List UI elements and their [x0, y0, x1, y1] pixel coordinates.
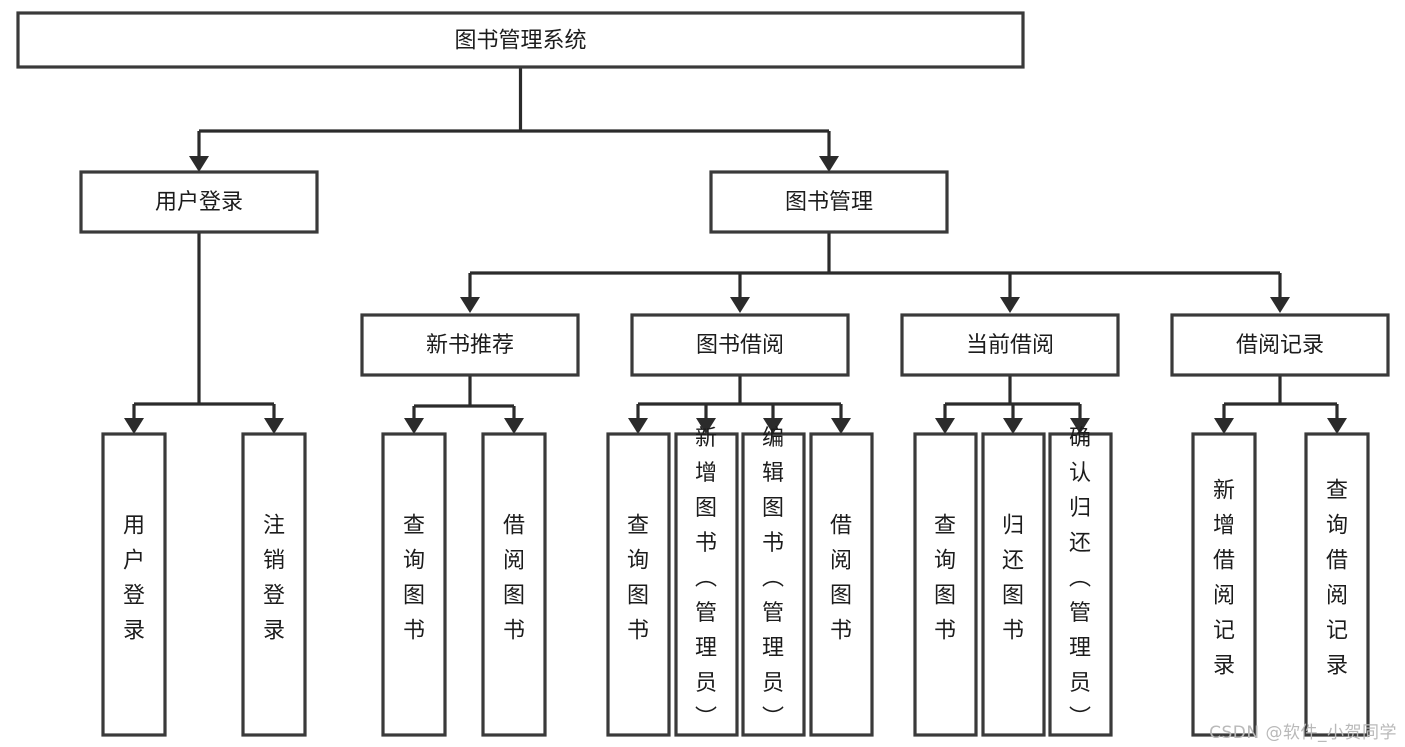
- edge-book-borrow-bus: [636, 375, 843, 424]
- leaf-confirm-return-admin[interactable]: 确认归还︵管理员︶: [1048, 426, 1113, 737]
- node-new-book-recommend[interactable]: 新书推荐: [360, 313, 580, 377]
- leaf-query-borrow-record[interactable]: 查询借阅记录: [1304, 432, 1370, 737]
- arrow-icon: [1327, 418, 1347, 434]
- leaf-user-login-label: 用户登录: [123, 514, 145, 644]
- arrowheads-layer: [124, 156, 1347, 434]
- node-book-borrow[interactable]: 图书借阅: [630, 313, 850, 377]
- arrow-icon: [1270, 297, 1290, 313]
- leaf-edit-book-admin[interactable]: 编辑图书︵管理员︶: [741, 426, 806, 737]
- node-current-borrow-label: 当前借阅: [966, 333, 1054, 358]
- leaf-borrow-query-book-label: 查询图书: [627, 514, 649, 644]
- leaf-current-query-book-label: 查询图书: [934, 514, 956, 644]
- leaf-add-borrow-record-label: 新增借阅记录: [1213, 479, 1235, 679]
- arrow-icon: [628, 418, 648, 434]
- node-root[interactable]: 图书管理系统: [16, 11, 1025, 69]
- leaf-confirm-return-admin-label: 确认归还︵管理员︶: [1069, 426, 1091, 731]
- watermark: CSDN @软件_小贺同学: [1209, 723, 1397, 743]
- arrow-icon: [264, 418, 284, 434]
- edge-current-borrow-bus: [943, 375, 1082, 424]
- arrow-icon: [696, 418, 716, 434]
- arrow-icon: [504, 418, 524, 434]
- node-current-borrow[interactable]: 当前借阅: [900, 313, 1120, 377]
- arrow-icon: [404, 418, 424, 434]
- leaf-add-borrow-record[interactable]: 新增借阅记录: [1191, 432, 1257, 737]
- leaf-logout[interactable]: 注销登录: [241, 432, 307, 737]
- node-borrow-record[interactable]: 借阅记录: [1170, 313, 1390, 377]
- arrow-icon: [189, 156, 209, 172]
- leaf-edit-book-admin-label: 编辑图书︵管理员︶: [762, 426, 784, 731]
- edge-book-manage-bus: [468, 232, 1282, 297]
- node-user-login-label: 用户登录: [155, 190, 243, 215]
- leaf-borrow-book[interactable]: 借阅图书: [809, 432, 874, 737]
- arrow-icon: [819, 156, 839, 172]
- leaf-return-book[interactable]: 归还图书: [981, 432, 1046, 737]
- node-book-borrow-label: 图书借阅: [696, 333, 784, 358]
- node-book-management[interactable]: 图书管理: [709, 170, 949, 234]
- arrow-icon: [763, 418, 783, 434]
- leaf-new-book-query-label: 查询图书: [403, 514, 425, 644]
- leaf-new-book-borrow[interactable]: 借阅图书: [481, 432, 547, 737]
- node-new-book-recommend-label: 新书推荐: [426, 333, 514, 358]
- edge-root-bus: [197, 67, 831, 156]
- arrow-icon: [1214, 418, 1234, 434]
- leaf-return-book-label: 归还图书: [1002, 514, 1024, 644]
- arrow-icon: [730, 297, 750, 313]
- leaf-query-borrow-record-label: 查询借阅记录: [1326, 479, 1348, 679]
- leaf-user-login[interactable]: 用户登录: [101, 432, 167, 737]
- leaf-boxes-layer: 用户登录 注销登录 查询图书 借阅图书 查询图书 新增图书︵管理员︶: [101, 426, 1370, 737]
- arrow-icon: [1000, 297, 1020, 313]
- edge-new-book-bus: [412, 375, 516, 424]
- arrow-icon: [935, 418, 955, 434]
- leaf-borrow-query-book[interactable]: 查询图书: [606, 432, 671, 737]
- arrow-icon: [1003, 418, 1023, 434]
- leaf-new-book-query[interactable]: 查询图书: [381, 432, 447, 737]
- arrow-icon: [124, 418, 144, 434]
- edges-layer: [132, 67, 1339, 424]
- leaf-borrow-book-label: 借阅图书: [830, 514, 852, 644]
- leaf-add-book-admin-label: 新增图书︵管理员︶: [695, 426, 717, 731]
- leaf-logout-label: 注销登录: [263, 514, 285, 644]
- edge-borrow-record-bus: [1222, 375, 1339, 424]
- edge-user-login-bus: [132, 232, 276, 424]
- node-borrow-record-label: 借阅记录: [1236, 333, 1324, 358]
- leaf-add-book-admin[interactable]: 新增图书︵管理员︶: [674, 426, 739, 737]
- node-book-management-label: 图书管理: [785, 190, 873, 215]
- node-user-login[interactable]: 用户登录: [79, 170, 319, 234]
- arrow-icon: [831, 418, 851, 434]
- arrow-icon: [460, 297, 480, 313]
- arrow-icon: [1070, 418, 1090, 434]
- leaf-current-query-book[interactable]: 查询图书: [913, 432, 978, 737]
- leaf-new-book-borrow-label: 借阅图书: [503, 514, 525, 644]
- node-root-label: 图书管理系统: [454, 29, 586, 54]
